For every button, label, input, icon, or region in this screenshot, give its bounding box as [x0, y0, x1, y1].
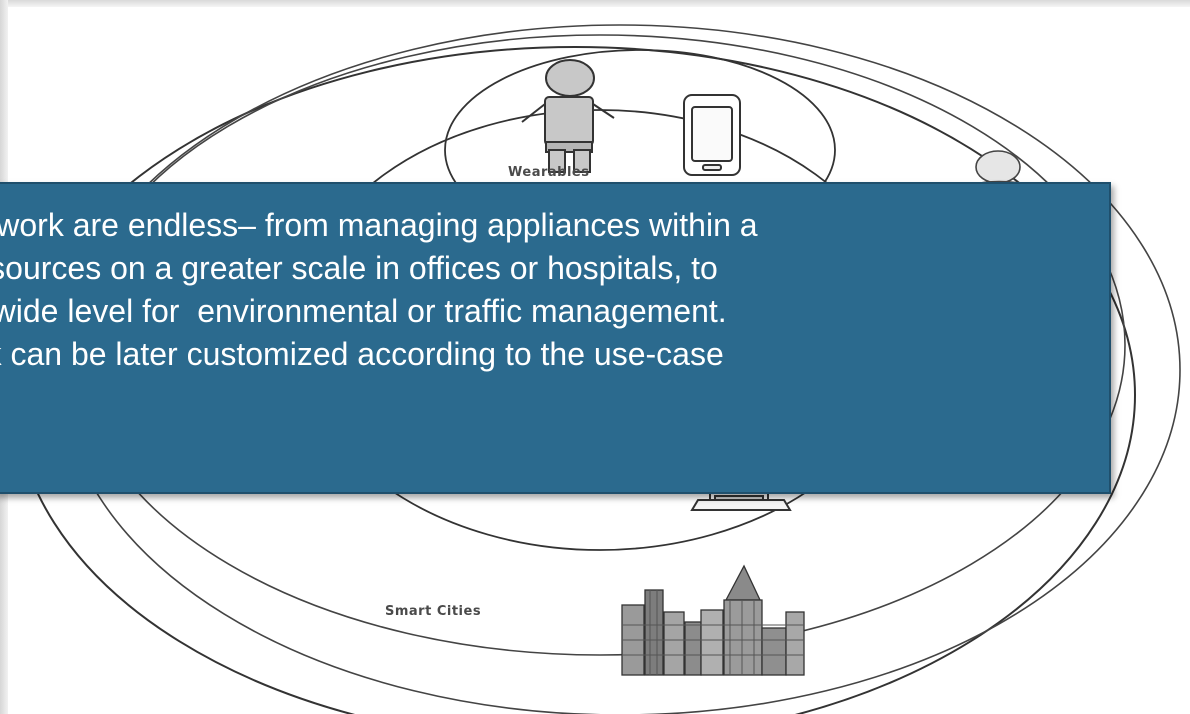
person-icon: [969, 150, 1031, 186]
callout-text: amework are endless– from managing appli…: [0, 204, 1109, 376]
slide-edge-top: [0, 0, 1190, 7]
label-wearables: Wearables: [508, 165, 589, 180]
label-smart-cities: Smart Cities: [385, 604, 481, 619]
city-buildings-icon: [621, 564, 805, 676]
callout-line: amework are endless– from managing appli…: [0, 207, 758, 243]
person-icon: [521, 59, 615, 173]
callout-line: g resources on a greater scale in office…: [0, 250, 718, 286]
callout-box: amework are endless– from managing appli…: [0, 182, 1111, 494]
smartphone-icon: [683, 94, 741, 176]
callout-line: work can be later customized according t…: [0, 336, 724, 372]
callout-line: city-wide level for environmental or tra…: [0, 293, 727, 329]
